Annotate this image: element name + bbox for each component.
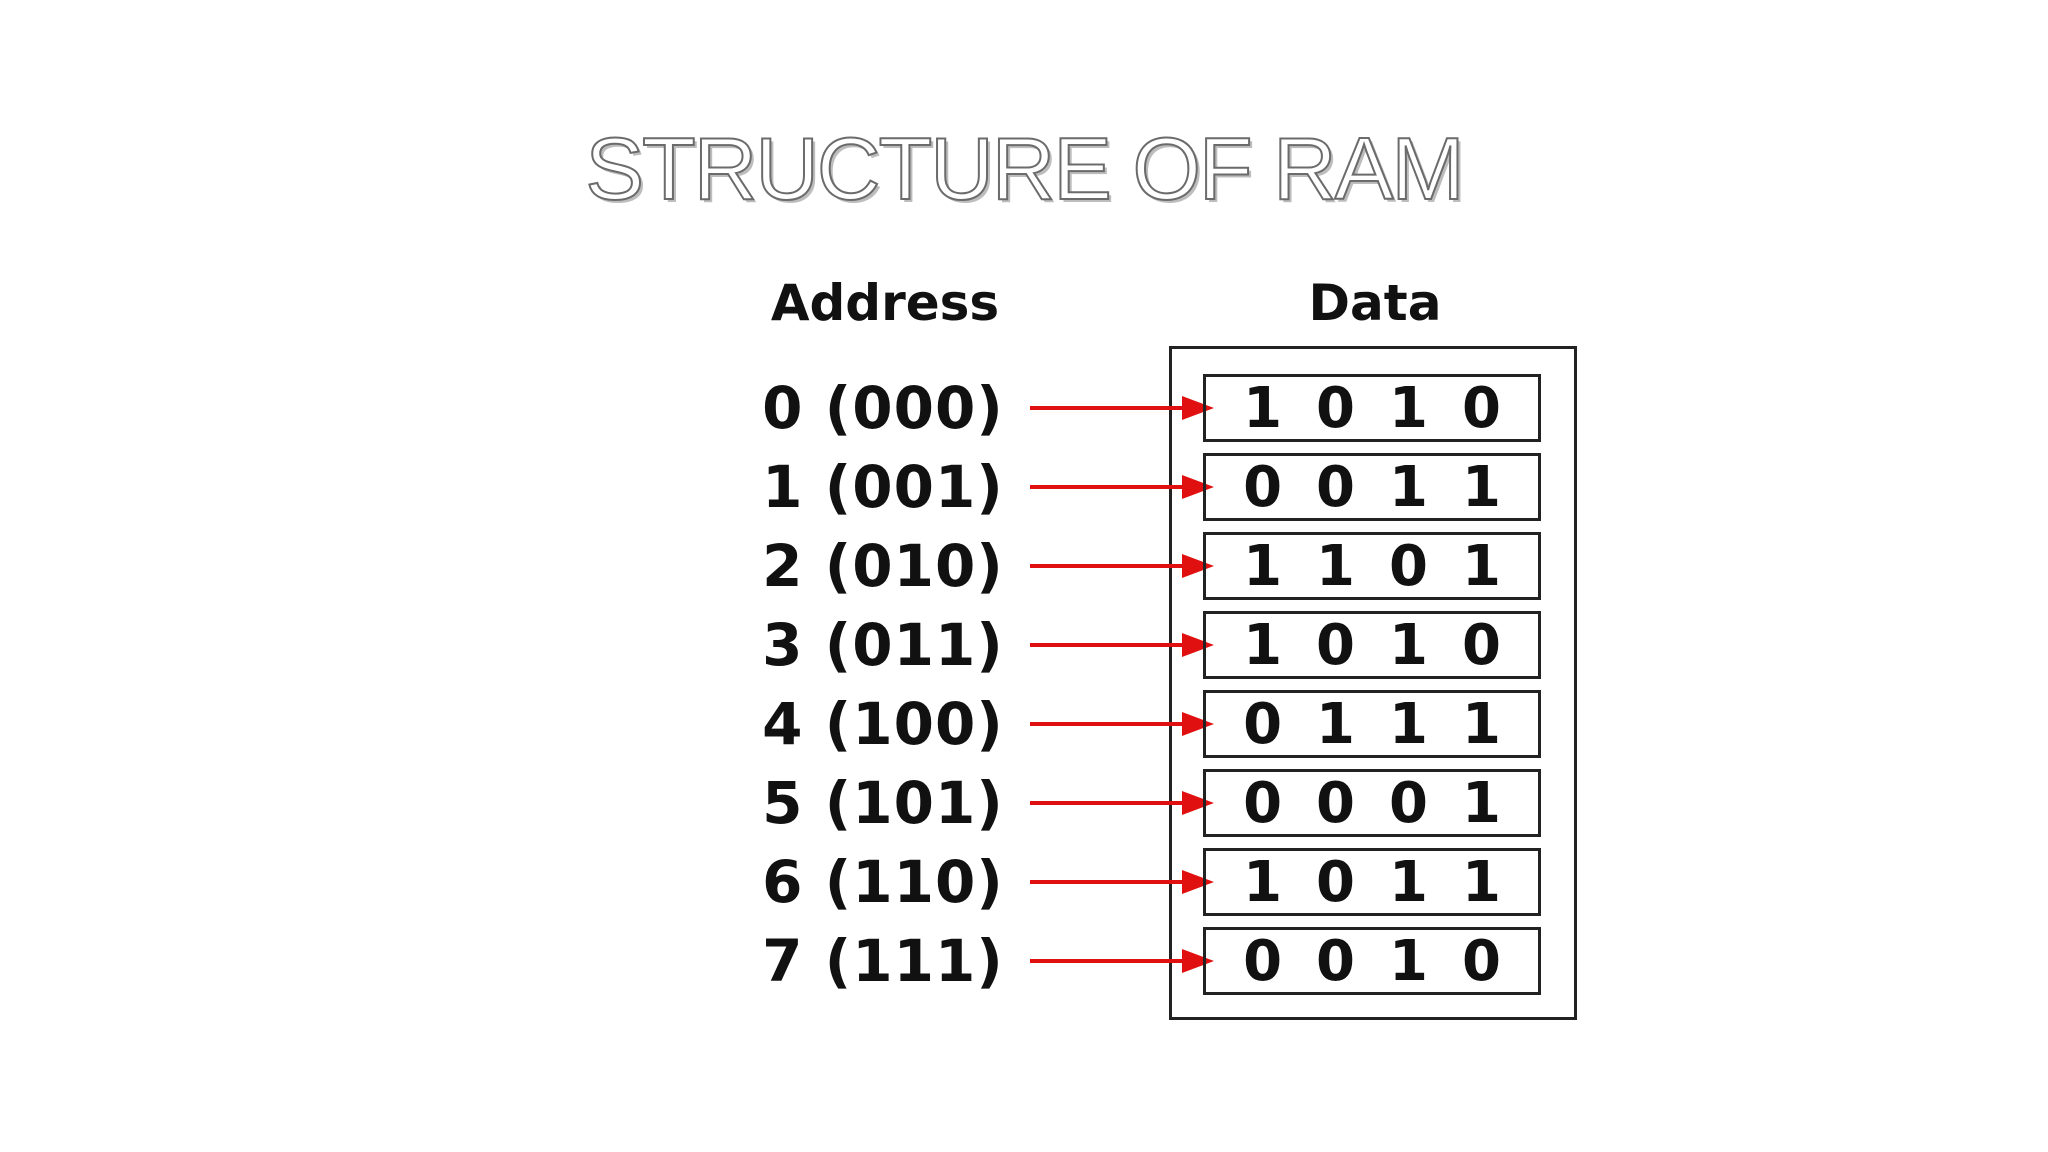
address-label: 4 (100) [762,690,1004,758]
memory-row: 2 (010) 1101 [0,532,2048,600]
arrow-right-icon [1030,870,1214,894]
arrow-right-icon [1030,554,1214,578]
address-label: 2 (010) [762,532,1004,600]
memory-block [1169,346,1577,1020]
address-label: 3 (011) [762,611,1004,679]
memory-row: 5 (101) 0001 [0,769,2048,837]
memory-row: 7 (111) 0010 [0,927,2048,995]
memory-row: 3 (011) 1010 [0,611,2048,679]
memory-row: 6 (110) 1011 [0,848,2048,916]
arrow-right-icon [1030,396,1214,420]
arrow-right-icon [1030,633,1214,657]
arrow-right-icon [1030,712,1214,736]
arrow-right-icon [1030,475,1214,499]
data-cell: 0010 [1203,927,1541,995]
arrow-right-icon [1030,949,1214,973]
data-column-header: Data [1308,274,1442,332]
address-label: 1 (001) [762,453,1004,521]
data-cell: 0001 [1203,769,1541,837]
address-label: 5 (101) [762,769,1004,837]
data-cell: 1011 [1203,848,1541,916]
address-label: 7 (111) [762,927,1004,995]
slide-title: STRUCTURE OF RAM [584,118,1465,219]
data-cell: 1010 [1203,611,1541,679]
data-cell: 0111 [1203,690,1541,758]
memory-row: 0 (000) 1010 [0,374,2048,442]
memory-row: 1 (001) 0011 [0,453,2048,521]
memory-row: 4 (100) 0111 [0,690,2048,758]
data-cell: 0011 [1203,453,1541,521]
arrow-right-icon [1030,791,1214,815]
data-cell: 1101 [1203,532,1541,600]
data-cell: 1010 [1203,374,1541,442]
address-column-header: Address [770,274,1000,332]
address-label: 6 (110) [762,848,1004,916]
address-label: 0 (000) [762,374,1004,442]
